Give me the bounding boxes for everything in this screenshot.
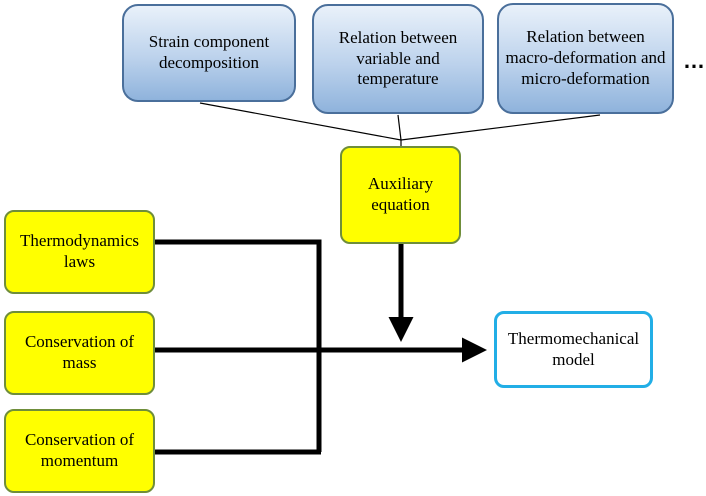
thermodynamics-laws-box: Thermodynamics laws [4,210,155,294]
conservation-momentum-label: Conservation of momentum [24,430,135,470]
strain-decomposition-label: Strain component decomposition [148,32,270,72]
more-ellipsis: … [683,48,705,73]
auxiliary-equation-label: Auxiliary equation [367,174,434,214]
conservation-momentum-box: Conservation of momentum [4,409,155,493]
strain-decomposition-box: Strain component decomposition [122,4,296,102]
line-thermodynamics-merge [155,239,322,452]
line-strain-to-auxiliary [199,102,402,141]
thermodynamics-laws-label: Thermodynamics laws [20,231,139,271]
relation-variable-temperature-label: Relation between variable and temperatur… [338,27,458,89]
relation-macro-micro-box: Relation between macro-deformation and m… [497,3,674,114]
relation-macro-micro-label: Relation between macro-deformation and m… [505,27,666,88]
conservation-mass-label: Conservation of mass [24,332,135,372]
conservation-mass-box: Conservation of mass [4,311,155,395]
relation-variable-temperature-box: Relation between variable and temperatur… [312,4,484,114]
auxiliary-equation-box: Auxiliary equation [340,146,461,244]
thermomechanical-model-label: Thermomechanical model [507,328,640,369]
line-macro-to-auxiliary [400,114,601,141]
line-variable-to-auxiliary [397,114,402,141]
thermomechanical-model-box: Thermomechanical model [494,311,653,388]
